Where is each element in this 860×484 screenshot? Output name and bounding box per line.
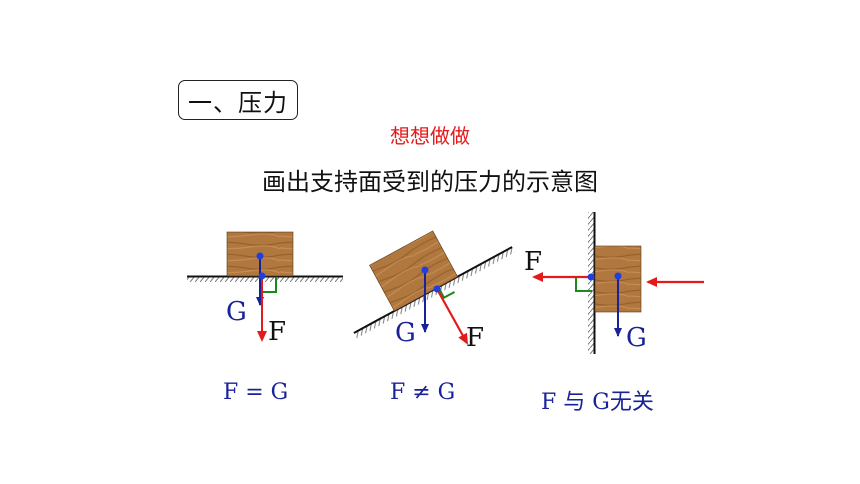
contact-point-dot bbox=[433, 285, 441, 293]
right-angle-mark bbox=[575, 278, 592, 292]
wood-block bbox=[369, 230, 459, 312]
caption-incline: F ≠ G bbox=[390, 380, 456, 405]
right-angle-mark bbox=[262, 277, 277, 293]
contact-point-dot bbox=[587, 273, 595, 281]
subtitle: 想想做做 bbox=[390, 124, 470, 148]
diagram-incline: G F bbox=[353, 230, 515, 353]
contact-point-dot bbox=[258, 272, 266, 280]
gravity-label: G bbox=[626, 323, 647, 353]
section-title: 一、压力 bbox=[178, 80, 298, 120]
center-of-gravity-dot bbox=[256, 252, 264, 260]
ground-hatch bbox=[187, 276, 343, 282]
right-angle-mark bbox=[437, 286, 456, 300]
force-label: F bbox=[466, 323, 484, 353]
gravity-label: G bbox=[226, 297, 247, 327]
wall-hatch bbox=[588, 212, 594, 354]
diagram-horizontal: G F bbox=[187, 231, 343, 347]
incline-hatch bbox=[353, 247, 515, 339]
diagram-wall: F G bbox=[524, 212, 704, 354]
caption-wall: F 与 G无关 bbox=[541, 390, 654, 415]
center-of-gravity-dot bbox=[614, 272, 622, 280]
force-label: F bbox=[524, 247, 542, 277]
caption-horizontal: F = G bbox=[223, 380, 289, 405]
gravity-label: G bbox=[395, 318, 416, 348]
pressure-force-arrow bbox=[436, 288, 468, 345]
force-label: F bbox=[268, 317, 286, 347]
task-instruction: 画出支持面受到的压力的示意图 bbox=[262, 168, 598, 196]
center-of-gravity-dot bbox=[421, 266, 429, 274]
